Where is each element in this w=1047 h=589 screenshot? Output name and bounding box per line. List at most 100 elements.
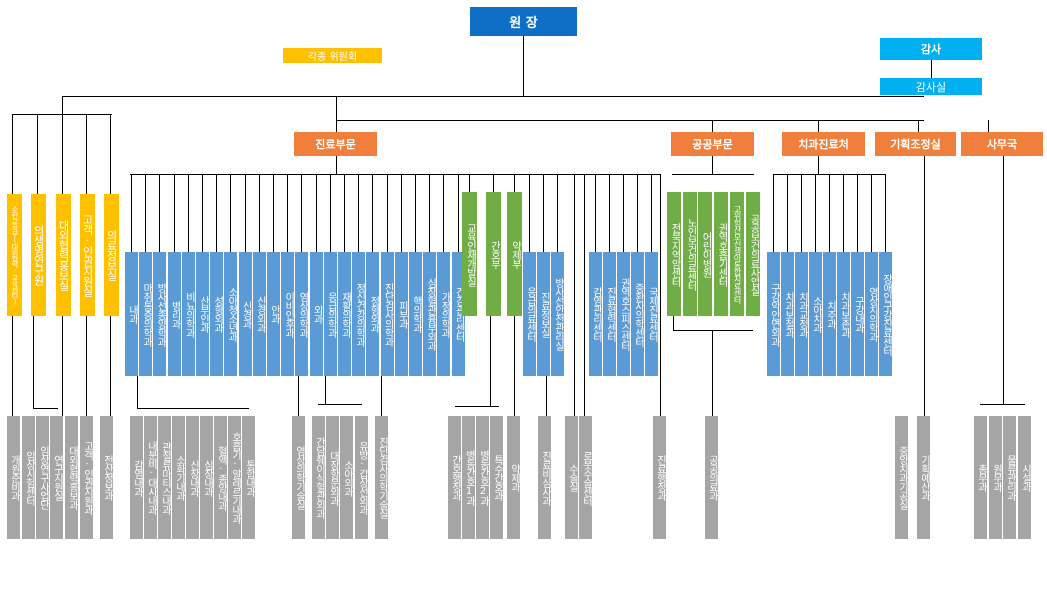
medical-dept-5: 산부인과 [196, 252, 209, 376]
connector-line [773, 174, 774, 252]
connector-line [130, 174, 660, 175]
connector-line [415, 174, 416, 252]
connector-line [336, 120, 924, 121]
sub-dental-lab-0: 중앙치과기공실 [895, 416, 908, 539]
dental-unit-7-label: 영상치의학과 [866, 287, 878, 341]
sub-dental-lab-0-label: 중앙치과기공실 [896, 446, 908, 509]
connector-line [988, 120, 989, 132]
sub-surgery-1: 대장항문외과 [326, 416, 339, 539]
sub-staff-3-label: 연구지원실 [51, 455, 63, 500]
sub-nursing-1-label: 병동간호1과 [463, 450, 475, 505]
medical-dept-2-label: 방사선종양학과 [154, 282, 166, 346]
dental-unit-2-label: 치과교정과 [796, 291, 808, 337]
medical-center-7-label: 국제진료센터 [646, 287, 658, 341]
medical-dept-10-label: 안과 [268, 305, 280, 323]
sub-radiology-0: 영상의학기술실 [292, 416, 305, 539]
sub-staff-1-label: 임상시험센터 [23, 450, 35, 505]
medical-center-4: 진료협력센터 [603, 252, 616, 376]
division-admin: 사무국 [961, 132, 1043, 156]
connector-line [712, 156, 713, 174]
connector-line [457, 174, 459, 252]
medical-special-1-label: 간호부 [488, 240, 500, 268]
medical-special-2: 약제부 [507, 192, 522, 316]
public-center-2: 어린이병원 [698, 192, 712, 316]
medical-dept-5-label: 산부인과 [197, 296, 209, 332]
connector-line [372, 174, 374, 252]
connector-line [137, 408, 249, 409]
sub-surgery-rooms-1-label: 로봇수술센터 [580, 450, 592, 505]
sub-labmed-0: 진단검사의학기술실 [375, 416, 388, 539]
medical-center-2-label: 방사선안전관리실 [552, 278, 564, 350]
connector-line [400, 174, 402, 252]
medical-dept-19: 피부과 [394, 252, 408, 376]
connector-line [651, 174, 652, 252]
connector-line [33, 408, 58, 409]
medical-dept-18-label: 진단검사의학과 [382, 282, 394, 346]
dental-unit-6-label: 구강내과 [852, 296, 864, 332]
connector-line [609, 174, 610, 252]
sub-medical-7-label: 호흡기·알레르기내과 [229, 432, 241, 523]
sub-admin-med-0: 진료행정과 [653, 416, 666, 539]
sub-surgery-3: 유방·갑상선외과 [355, 416, 368, 539]
sub-staff-6: 전산정보과 [100, 416, 113, 539]
sub-medical-6: 혈액·종양내과 [214, 416, 227, 539]
sub-medical-5-label: 심장내과 [201, 459, 213, 496]
sub-surgery-rooms-1: 로봇수술센터 [579, 416, 592, 539]
medical-center-3-label: 감염관리센터 [590, 287, 602, 341]
connector-line [173, 174, 175, 252]
connector-line [818, 120, 819, 132]
medical-dept-13: 외과 [309, 252, 323, 376]
sub-admin-3: 시설과 [1018, 416, 1031, 539]
connector-line [33, 316, 34, 408]
connector-line [244, 174, 246, 252]
connector-line [857, 174, 858, 252]
connector-line [815, 174, 816, 252]
connector-line [523, 36, 524, 96]
medical-dept-0: 내과 [125, 252, 138, 376]
sub-staff-6-label: 전산정보과 [101, 455, 113, 500]
committees-box: 각종 위원회 [283, 48, 382, 63]
sub-admin-1-label: 원무과 [990, 464, 1002, 491]
sub-medical-2: 관절류마티스내과 [158, 416, 171, 539]
connector-line [287, 174, 289, 252]
connector-line [843, 174, 844, 252]
connector-line [712, 120, 713, 132]
connector-line [336, 156, 337, 174]
medical-dept-3-label: 병리과 [169, 300, 181, 328]
sub-surgery-3-label: 유방·갑상선외과 [356, 441, 368, 514]
sub-radiology-0-label: 영상의학기술실 [293, 446, 305, 509]
connector-line [543, 174, 544, 252]
medical-dept-19-label: 피부과 [396, 300, 408, 328]
connector-line [871, 174, 872, 252]
public-center-4-label: 고위험산모신생아통합치료센터 [733, 205, 742, 303]
sub-medical-7: 호흡기·알레르기내과 [228, 416, 241, 539]
connector-line [514, 316, 515, 416]
connector-line [712, 330, 713, 416]
sub-medical-4-label: 신장내과 [187, 459, 199, 496]
dental-unit-7: 영상치의학과 [865, 252, 878, 376]
sub-medical-3-label: 소화기내과 [173, 455, 185, 500]
sub-surgery-0: 간담췌이식혈관외과 [312, 416, 325, 539]
division-medical-label: 진료부문 [315, 138, 356, 151]
public-center-0-label: 전북지역암센터 [669, 222, 680, 286]
public-center-4: 고위험산모신생아통합치료센터 [730, 192, 744, 316]
connector-line [386, 174, 388, 252]
medical-dept-11-label: 이비인후과 [282, 291, 294, 337]
division-medical: 진료부문 [294, 132, 377, 156]
connector-line [493, 174, 494, 192]
connector-line [931, 60, 932, 78]
sub-surgery-rooms-0-label: 수술실 [566, 464, 578, 491]
connector-line [86, 316, 87, 416]
sub-admin-0: 총무과 [974, 416, 987, 539]
medical-dept-4: 비뇨의학과 [181, 252, 195, 376]
connector-line [137, 376, 138, 408]
medical-center-2: 방사선안전관리실 [551, 252, 564, 376]
medical-dept-22-label: 가정의학과 [438, 291, 450, 337]
sub-medical-0: 감염내과 [130, 416, 143, 539]
medical-special-0: 교육인재개발실 [462, 192, 477, 316]
public-center-2-label: 어린이병원 [700, 231, 711, 277]
medical-dept-18: 진단검사의학과 [380, 252, 394, 376]
dental-unit-8-label: 장애인구강진료센터 [880, 273, 892, 355]
sub-staff-1: 임상시험센터 [22, 416, 35, 539]
sub-pharmacy-0: 약제과 [507, 416, 520, 539]
